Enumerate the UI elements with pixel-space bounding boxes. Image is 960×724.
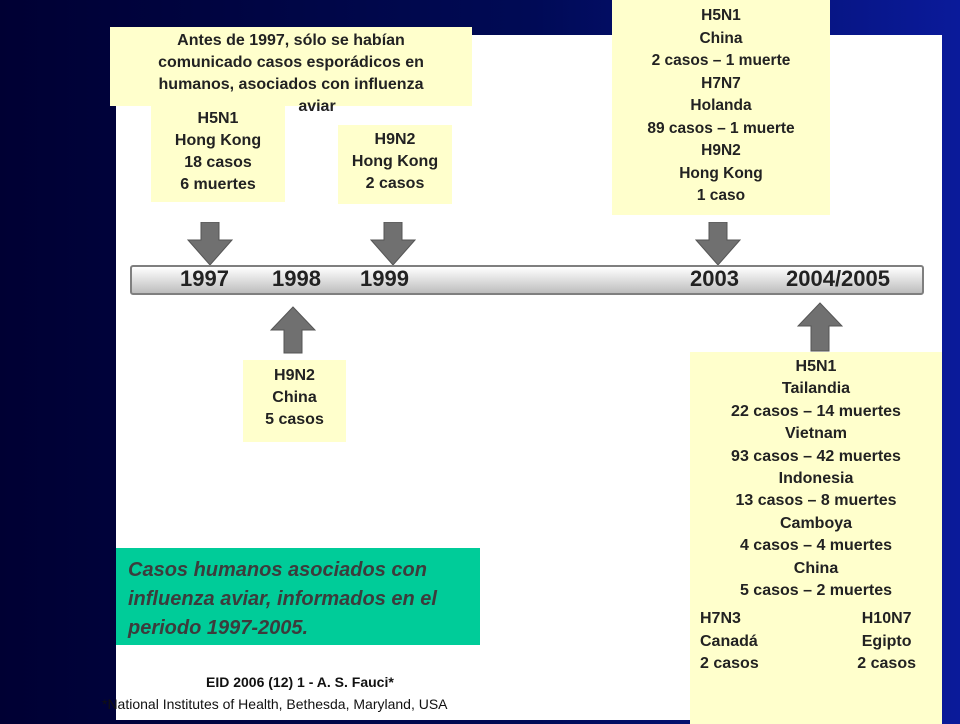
event-line: H7N3: [700, 610, 741, 628]
year-1998: 1998: [272, 266, 321, 291]
event-line: 2 casos: [700, 655, 759, 673]
source-citation: EID 2006 (12) 1 - A. S. Fauci*: [206, 674, 394, 690]
arrow-up-2004: [797, 302, 843, 352]
arrow-down-1999: [370, 222, 416, 266]
event-line: 2 casos: [857, 655, 916, 673]
event-2004-2005-box: H5N1 Tailandia 22 casos – 14 muertes Vie…: [690, 352, 942, 724]
event-line: H10N7: [861, 610, 912, 628]
event-line: 2 casos – 1 muerte: [651, 52, 791, 69]
event-line: H5N1: [701, 7, 741, 24]
event-2004-right-col: H10N7 Egipto 2 casos: [857, 608, 916, 675]
year-1999: 1999: [360, 266, 409, 291]
event-line: 93 casos – 42 muertes: [731, 447, 901, 465]
event-line: 5 casos: [265, 411, 324, 428]
intro-note: Antes de 1997, sólo se habían comunicado…: [110, 27, 472, 115]
event-line: H9N2: [274, 367, 315, 384]
event-line: 89 casos – 1 muerte: [647, 119, 795, 137]
year-1997: 1997: [180, 266, 229, 291]
event-line: 2 casos: [365, 175, 425, 192]
event-line: China: [272, 389, 317, 406]
arrow-down-2003: [695, 222, 741, 266]
event-line: China: [699, 29, 743, 47]
event-line: Hong Kong: [679, 164, 763, 182]
intro-line: comunicado casos esporádicos en: [158, 54, 424, 71]
year-2003: 2003: [690, 266, 739, 291]
event-line: 5 casos – 2 muertes: [739, 582, 893, 600]
event-line: Camboya: [779, 514, 853, 532]
intro-line: Antes de 1997, sólo se habían: [177, 32, 405, 49]
event-line: H5N1: [197, 110, 239, 127]
event-line: 1 caso: [696, 187, 746, 204]
event-line: H9N2: [701, 142, 741, 159]
event-line: Holanda: [690, 97, 752, 114]
caption-text: Casos humanos asociados con influenza av…: [128, 559, 437, 639]
event-line: Vietnam: [785, 425, 847, 443]
source-affiliation: *National Institutes of Health, Bethesda…: [102, 696, 448, 712]
intro-line: aviar: [298, 98, 336, 115]
event-line: Egipto: [861, 632, 912, 650]
event-line: H9N2: [374, 131, 416, 148]
event-line: 13 casos – 8 muertes: [735, 492, 897, 510]
event-line: 18 casos: [184, 154, 252, 171]
event-line: Hong Kong: [351, 153, 439, 170]
event-line: H7N7: [701, 74, 741, 92]
event-2004-left-col: H7N3 Canadá 2 casos: [700, 608, 759, 675]
event-line: Indonesia: [778, 470, 854, 488]
event-line: 22 casos – 14 muertes: [731, 402, 901, 420]
event-1997-box: H5N1 Hong Kong 18 casos 6 muertes: [151, 106, 285, 202]
intro-line: humanos, asociados con influenza: [158, 76, 424, 93]
caption-box: [116, 548, 480, 645]
event-line: H5N1: [795, 358, 837, 375]
event-line: 4 casos – 4 muertes: [739, 537, 893, 555]
event-2003-box: H5N1 China 2 casos – 1 muerte H7N7 Holan…: [612, 0, 830, 215]
event-line: 6 muertes: [180, 176, 256, 193]
event-1999-box: H9N2 Hong Kong 2 casos: [338, 125, 452, 204]
event-1998-box: H9N2 China 5 casos: [243, 360, 346, 442]
year-2004-2005: 2004/2005: [786, 266, 890, 291]
arrow-down-1997: [187, 222, 233, 266]
timeline-bar: [130, 265, 924, 295]
arrow-up-1998: [270, 306, 316, 354]
event-2004-columns: H7N3 Canadá 2 casos H10N7 Egipto 2 casos: [690, 608, 942, 675]
event-line: Tailandia: [781, 380, 851, 398]
event-line: Hong Kong: [174, 132, 262, 149]
event-line: China: [793, 559, 839, 577]
event-line: Canadá: [700, 632, 758, 650]
